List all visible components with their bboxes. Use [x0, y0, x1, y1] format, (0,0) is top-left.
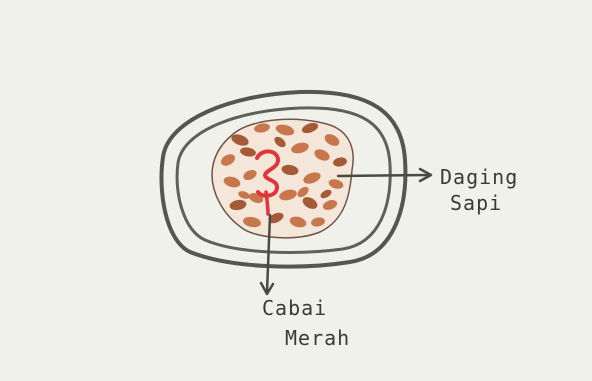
chili-strip	[266, 192, 268, 214]
label-daging-line2: Sapi	[450, 191, 502, 215]
label-cabai-line2: Merah	[285, 326, 350, 350]
meat-filling	[212, 119, 353, 238]
label-daging-line1: Daging	[440, 165, 518, 189]
label-cabai-line1: Cabai	[262, 296, 327, 320]
